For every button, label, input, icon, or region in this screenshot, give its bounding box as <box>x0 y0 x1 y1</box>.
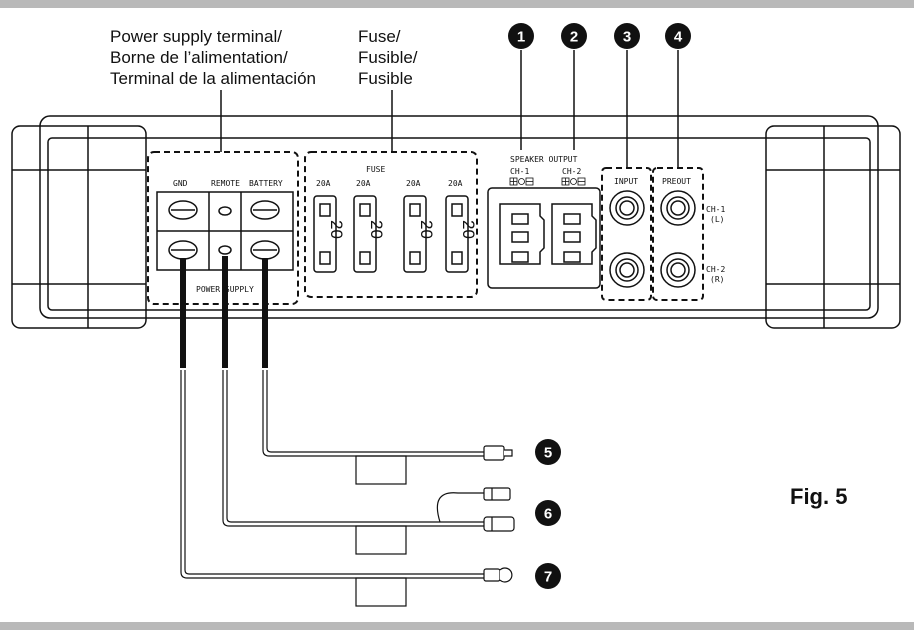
marker-4: 4 <box>665 23 691 49</box>
preout-ch2-side-label: (R) <box>710 275 724 284</box>
input-group-box <box>601 167 652 301</box>
remote-connector-female <box>483 487 511 501</box>
fuse-callout-line-en: Fuse/ <box>358 27 401 46</box>
marker-3-number: 3 <box>623 29 631 46</box>
fuse-title-label: FUSE <box>366 165 385 174</box>
power-terminal-callout-line-es: Terminal de la alimentación <box>110 69 316 88</box>
preout-label: PREOUT <box>662 177 691 186</box>
battery-label: BATTERY <box>249 179 283 188</box>
preout-ch1-side-label: (L) <box>710 215 724 224</box>
power-terminal-callout-line-fr: Borne de l’alimentation/ <box>110 48 288 67</box>
remote-terminal <box>218 206 232 255</box>
marker-1-number: 1 <box>517 29 525 46</box>
remote-connector-male <box>483 516 515 532</box>
right-heatsink <box>765 125 901 329</box>
fuse-1-value: 20 <box>327 220 346 239</box>
chassis-outline <box>39 115 879 319</box>
remote-label: REMOTE <box>211 179 240 188</box>
preout-ch1-label: CH-1 <box>706 205 725 214</box>
marker-2: 2 <box>561 23 587 49</box>
battery-cable <box>262 258 484 485</box>
gnd-terminal <box>168 200 198 260</box>
marker-2-number: 2 <box>570 29 578 46</box>
remote-cable <box>222 256 484 555</box>
marker-7-number: 7 <box>544 569 552 586</box>
fuse-2-value: 20 <box>367 220 386 239</box>
fuse-rating-2: 20A <box>356 179 371 188</box>
speaker-ch2-label: CH-2 <box>562 167 581 176</box>
fuse-3-value: 20 <box>417 220 436 239</box>
preout-group-box <box>652 167 704 301</box>
preout-rca-ch1 <box>660 190 696 226</box>
fuse-rating-3: 20A <box>406 179 421 188</box>
preout-rca-ch2 <box>660 252 696 288</box>
fuse-rating-1: 20A <box>316 179 331 188</box>
power-terminal-callout-line-en: Power supply terminal/ <box>110 27 282 46</box>
gnd-cable <box>180 258 484 607</box>
fuse-4 <box>445 195 469 273</box>
battery-connector <box>483 445 513 461</box>
fuse-callout-line-fr: Fusible/ <box>358 48 418 67</box>
speaker-ch1-polarity-icon <box>509 177 534 186</box>
top-border-band <box>0 0 914 8</box>
fuse-rating-4: 20A <box>448 179 463 188</box>
marker-3: 3 <box>614 23 640 49</box>
ring-terminal <box>483 567 513 583</box>
input-rca-ch2 <box>609 252 645 288</box>
speaker-connector-ch2 <box>551 203 597 265</box>
fuse-callout: Fuse/ Fusible/ Fusible <box>358 26 418 89</box>
marker-1: 1 <box>508 23 534 49</box>
marker-7: 7 <box>535 563 561 589</box>
speaker-output-label: SPEAKER OUTPUT <box>510 155 578 164</box>
input-label: INPUT <box>614 177 638 186</box>
marker-4-number: 4 <box>674 29 683 46</box>
battery-terminal <box>250 200 280 260</box>
marker-6-number: 6 <box>544 506 552 523</box>
marker-5-number: 5 <box>544 445 552 462</box>
preout-ch2-label: CH-2 <box>706 265 725 274</box>
speaker-ch2-polarity-icon <box>561 177 586 186</box>
fuse-3 <box>403 195 427 273</box>
speaker-connector-ch1 <box>499 203 545 265</box>
fuse-group-box <box>304 151 478 298</box>
gnd-label: GND <box>173 179 188 188</box>
input-rca-ch1 <box>609 190 645 226</box>
fuse-1 <box>313 195 337 273</box>
inner-panel <box>47 137 871 311</box>
speaker-ch1-label: CH-1 <box>510 167 529 176</box>
marker-5: 5 <box>535 439 561 465</box>
fuse-4-value: 20 <box>459 220 478 239</box>
power-supply-label: POWER SUPPLY <box>196 285 254 294</box>
bottom-border-band <box>0 622 914 630</box>
marker-6: 6 <box>535 500 561 526</box>
speaker-output-panel <box>487 187 601 289</box>
fuse-callout-line-es: Fusible <box>358 69 413 88</box>
left-heatsink <box>11 125 147 329</box>
fuse-2 <box>353 195 377 273</box>
figure-label: Fig. 5 <box>790 484 848 509</box>
power-terminal-callout: Power supply terminal/ Borne de l’alimen… <box>110 26 316 89</box>
